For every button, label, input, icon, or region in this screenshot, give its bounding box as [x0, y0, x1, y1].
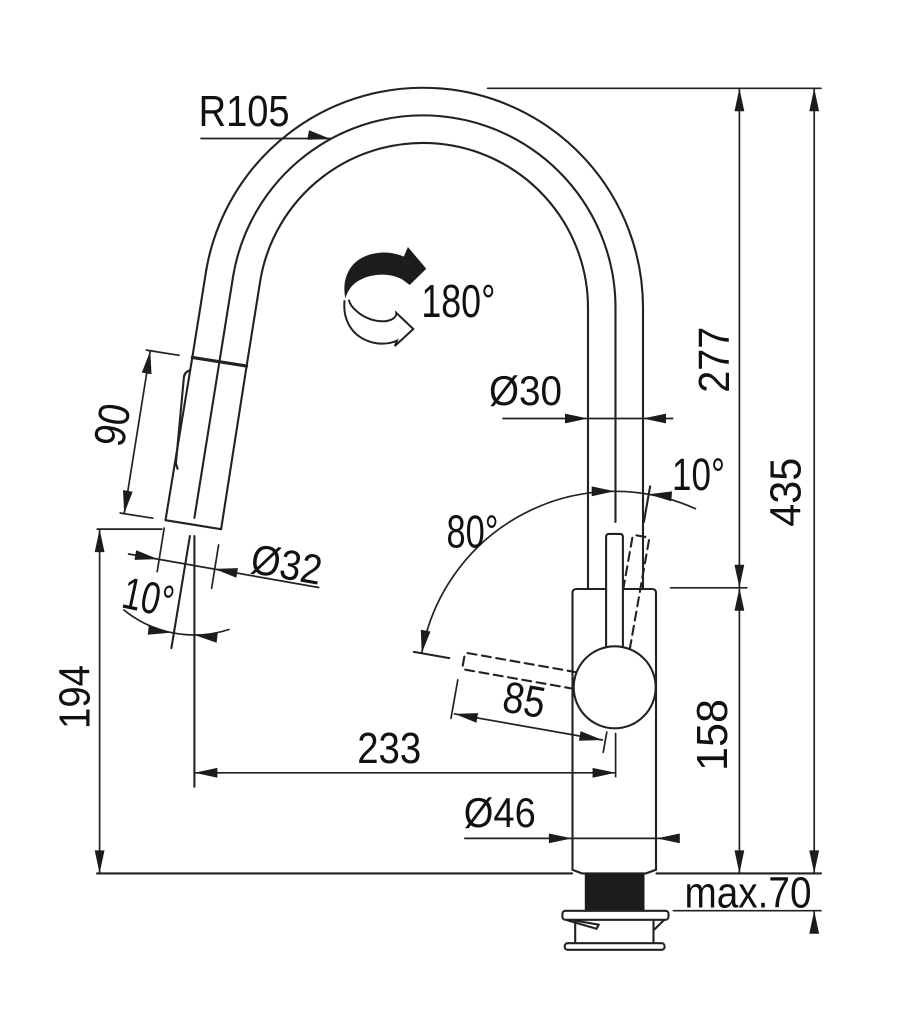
svg-text:158: 158 — [688, 699, 737, 771]
svg-text:Ø46: Ø46 — [464, 789, 536, 836]
svg-text:Ø30: Ø30 — [489, 367, 562, 414]
svg-text:435: 435 — [762, 458, 811, 527]
svg-text:180°: 180° — [421, 275, 495, 327]
svg-text:10°: 10° — [672, 449, 725, 500]
svg-text:277: 277 — [690, 327, 739, 393]
svg-text:10°: 10° — [118, 567, 178, 627]
svg-text:80°: 80° — [447, 506, 499, 558]
svg-text:R105: R105 — [199, 87, 290, 136]
svg-text:233: 233 — [357, 724, 421, 773]
svg-text:90: 90 — [85, 400, 141, 450]
svg-text:85: 85 — [499, 673, 549, 729]
svg-text:194: 194 — [51, 665, 100, 729]
svg-text:max.70: max.70 — [685, 869, 812, 918]
